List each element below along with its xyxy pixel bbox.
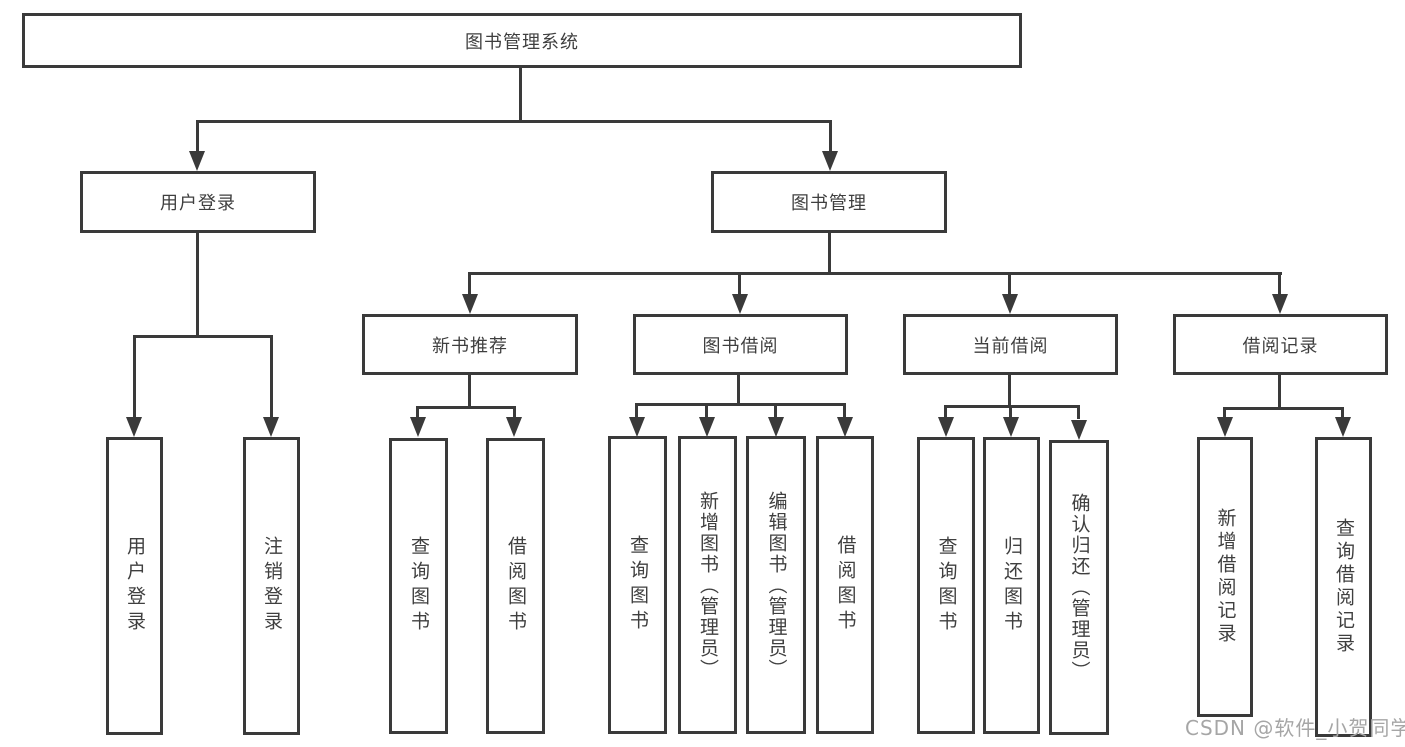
csdn-watermark: CSDN @软件_小贺同学 [1185, 716, 1405, 740]
leaf-cb-return-books-label: 归还图书 [1001, 535, 1023, 636]
leaf-bb-borrow-books: 借阅图书 [816, 436, 874, 734]
connector-root-stem [519, 68, 522, 120]
connector-newbook-stem [468, 375, 471, 406]
arrowhead-bb-add [699, 417, 715, 437]
node-book-borrow: 图书借阅 [633, 314, 848, 375]
node-borrow-records: 借阅记录 [1173, 314, 1388, 375]
leaf-br-add-record-label: 新增借阅记录 [1214, 508, 1237, 646]
arrowhead-br-query [1335, 417, 1351, 437]
leaf-br-add-record: 新增借阅记录 [1197, 437, 1253, 717]
leaf-br-query-record-label: 查询借阅记录 [1333, 518, 1355, 656]
leaf-cb-query-books-label: 查询图书 [935, 535, 958, 636]
connector-borrow-stem [737, 375, 740, 403]
connector-current-stem [1008, 375, 1011, 405]
arrowhead-current-borrow [1002, 294, 1018, 314]
connector-bookmgmt-hbar [468, 272, 1282, 275]
leaf-bb-borrow-books-label: 借阅图书 [834, 535, 857, 635]
arrowhead-borrow-records [1272, 294, 1288, 314]
connector-newbook-hbar [416, 406, 516, 409]
arrowhead-login-leaf [126, 417, 142, 437]
connector-records-stem [1278, 375, 1281, 407]
leaf-cb-query-books: 查询图书 [917, 437, 975, 734]
connector-drop-br-query [1341, 407, 1344, 417]
connector-bookmgmt-stem [828, 233, 831, 274]
arrowhead-book-borrow [732, 294, 748, 314]
leaf-cb-confirm-return-admin: 确认归还（管理员） [1049, 440, 1109, 735]
connector-drop-nb-query [416, 406, 419, 419]
leaf-nb-borrow-books: 借阅图书 [486, 438, 545, 734]
arrowhead-bb-edit [768, 417, 784, 437]
connector-drop-book-mgmt [829, 120, 832, 154]
arrowhead-book-mgmt [822, 151, 838, 171]
leaf-cb-return-books: 归还图书 [983, 437, 1040, 734]
leaf-logout-label: 注销登录 [261, 536, 283, 636]
leaf-bb-edit-books-admin: 编辑图书（管理员） [746, 436, 806, 734]
leaf-bb-query-books: 查询图书 [608, 436, 667, 734]
node-new-book-recommend: 新书推荐 [362, 314, 578, 375]
arrowhead-cb-confirm [1071, 420, 1087, 440]
leaf-nb-query-books-label: 查询图书 [408, 536, 430, 636]
connector-drop-cb-confirm [1077, 405, 1080, 419]
connector-drop-logout-leaf [270, 335, 273, 417]
node-user-login: 用户登录 [80, 171, 316, 233]
leaf-nb-borrow-books-label: 借阅图书 [505, 536, 527, 636]
leaf-bb-add-books-admin-label: 新增图书（管理员） [697, 490, 719, 680]
leaf-bb-edit-books-admin-label: 编辑图书（管理员） [765, 490, 788, 680]
connector-drop-bb-add [705, 403, 708, 419]
arrowhead-br-add [1217, 417, 1233, 437]
connector-drop-user-login [196, 120, 199, 154]
leaf-user-login-label: 用户登录 [124, 536, 146, 636]
leaf-br-query-record: 查询借阅记录 [1315, 437, 1372, 737]
connector-drop-bb-edit [774, 403, 777, 419]
connector-drop-br-add [1223, 407, 1226, 417]
leaf-logout: 注销登录 [243, 437, 300, 735]
leaf-nb-query-books: 查询图书 [389, 438, 448, 734]
node-root-library-system: 图书管理系统 [22, 13, 1022, 68]
arrowhead-user-login [189, 151, 205, 171]
connector-records-hbar [1223, 407, 1344, 410]
arrowhead-bb-query [629, 417, 645, 437]
connector-userlogin-hbar [133, 335, 273, 338]
connector-userlogin-stem [196, 233, 199, 335]
connector-borrow-hbar [635, 403, 846, 406]
leaf-bb-add-books-admin: 新增图书（管理员） [678, 436, 737, 734]
leaf-bb-query-books-label: 查询图书 [627, 535, 649, 635]
arrowhead-cb-return [1003, 417, 1019, 437]
connector-current-hbar [944, 405, 1080, 408]
leaf-user-login: 用户登录 [106, 437, 163, 735]
connector-drop-bb-query [635, 403, 638, 419]
arrowhead-nb-query [410, 417, 426, 437]
connector-drop-current-borrow [1008, 272, 1011, 294]
arrowhead-logout-leaf [263, 417, 279, 437]
node-book-management: 图书管理 [711, 171, 947, 233]
leaf-cb-confirm-return-admin-label: 确认归还（管理员） [1068, 493, 1091, 682]
connector-drop-book-borrow [738, 272, 741, 294]
arrowhead-new-book [462, 294, 478, 314]
node-current-borrow: 当前借阅 [903, 314, 1118, 375]
connector-drop-bb-borrow [843, 403, 846, 419]
connector-drop-borrow-records [1278, 272, 1281, 294]
connector-drop-login-leaf [133, 335, 136, 417]
connector-root-hbar [196, 120, 832, 123]
arrowhead-nb-borrow [506, 417, 522, 437]
connector-drop-cb-return [1009, 405, 1012, 419]
arrowhead-cb-query [938, 417, 954, 437]
connector-drop-cb-query [944, 405, 947, 419]
connector-drop-new-book [468, 272, 471, 294]
connector-drop-nb-borrow [513, 406, 516, 419]
arrowhead-bb-borrow [837, 417, 853, 437]
